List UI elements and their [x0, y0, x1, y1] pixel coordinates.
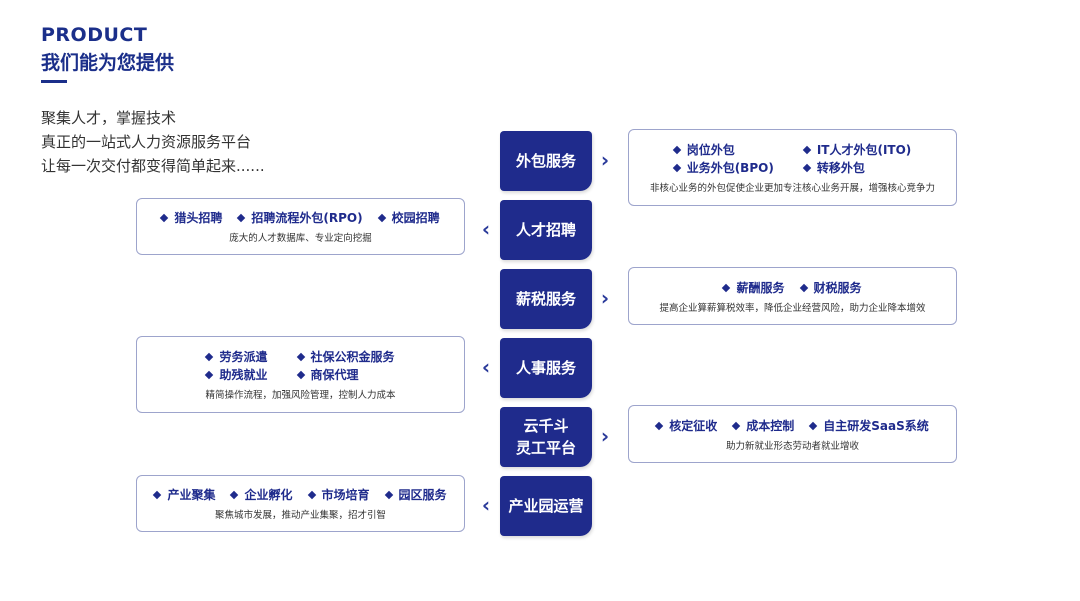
service-tile-outsourcing[interactable]: 外包服务 — [500, 131, 592, 191]
title-underline — [41, 80, 67, 83]
intro-text: 聚集人才，掌握技术 真正的一站式人力资源服务平台 让每一次交付都变得简单起来..… — [41, 106, 265, 178]
service-item: 业务外包(BPO) — [672, 159, 774, 177]
diamond-bullet-icon — [160, 213, 169, 223]
service-item: 商保代理 — [296, 366, 395, 384]
service-name: 外包服务 — [515, 152, 576, 170]
service-tile-flexible-work-platform[interactable]: 云千斗 灵工平台 — [500, 407, 592, 467]
service-name: 产业园运营 — [508, 497, 584, 515]
service-item: 助残就业 — [205, 366, 268, 384]
intro-line: 真正的一站式人力资源服务平台 — [41, 133, 252, 151]
diamond-bullet-icon — [237, 213, 246, 223]
service-item: 产业聚集 — [153, 486, 215, 504]
service-description: 助力新就业形态劳动者就业增收 — [725, 440, 859, 452]
diamond-bullet-icon — [672, 163, 681, 173]
service-item: 核定征收 — [654, 417, 717, 435]
page-title-cn: 我们能为您提供 — [41, 52, 175, 74]
service-item: 社保公积金服务 — [296, 348, 395, 366]
service-description: 精简操作流程，加强风险管理，控制人力成本 — [205, 390, 396, 401]
diamond-bullet-icon — [205, 370, 214, 380]
service-item: 转移外包 — [802, 159, 911, 177]
service-name: 薪税服务 — [515, 290, 576, 308]
diamond-bullet-icon — [296, 370, 305, 380]
diamond-bullet-icon — [230, 490, 239, 500]
service-item: 园区服务 — [384, 486, 447, 504]
service-item: 市场培育 — [307, 486, 370, 504]
diamond-bullet-icon — [802, 163, 812, 173]
service-detail-outsourcing: 岗位外包 IT人才外包(ITO) 业务外包(BPO) 转移外包 非核心业务的外包… — [628, 129, 957, 206]
diamond-bullet-icon — [722, 283, 731, 292]
service-description: 提高企业算薪算税效率，降低企业经营风险，助力企业降本增效 — [659, 302, 926, 314]
service-detail-flexible-work-platform: 核定征收 成本控制 自主研发SaaS系统 助力新就业形态劳动者就业增收 — [628, 405, 957, 463]
service-item: 招聘流程外包(RPO) — [237, 209, 363, 227]
service-name-line: 云千斗 — [523, 417, 569, 435]
service-detail-recruitment: 猎头招聘 招聘流程外包(RPO) 校园招聘 庞大的人才数据库、专业定向挖掘 — [136, 198, 465, 255]
service-name: 人才招聘 — [515, 221, 576, 239]
service-item: 财税服务 — [799, 279, 862, 297]
service-detail-payroll-tax: 薪酬服务 财税服务 提高企业算薪算税效率，降低企业经营风险，助力企业降本增效 — [628, 267, 957, 325]
diamond-bullet-icon — [296, 352, 305, 362]
chevron-left-icon: ‹ — [481, 493, 491, 517]
diamond-bullet-icon — [384, 490, 393, 500]
page-title-en: PRODUCT — [41, 24, 148, 46]
intro-line: 聚集人才，掌握技术 — [41, 109, 177, 127]
service-item: 自主研发SaaS系统 — [809, 417, 929, 435]
chevron-right-icon: › — [600, 148, 610, 172]
service-detail-hr: 劳务派遣 社保公积金服务 助残就业 商保代理 精简操作流程，加强风险管理，控制人… — [136, 336, 465, 413]
diamond-bullet-icon — [672, 145, 681, 155]
service-description: 聚焦城市发展，推动产业集聚，招才引智 — [214, 510, 386, 521]
service-tile-industrial-park[interactable]: 产业园运营 — [500, 476, 592, 536]
service-name-line: 灵工平台 — [515, 439, 576, 457]
service-tile-hr[interactable]: 人事服务 — [500, 338, 592, 398]
service-item: 企业孵化 — [230, 486, 293, 504]
service-tile-recruitment[interactable]: 人才招聘 — [500, 200, 592, 260]
chevron-left-icon: ‹ — [481, 217, 491, 241]
service-name: 人事服务 — [515, 359, 576, 377]
diamond-bullet-icon — [802, 145, 812, 155]
service-item: 劳务派遣 — [205, 348, 268, 366]
diamond-bullet-icon — [809, 421, 818, 430]
diamond-bullet-icon — [307, 490, 316, 500]
service-item: 猎头招聘 — [160, 209, 222, 227]
diamond-bullet-icon — [153, 490, 162, 500]
diamond-bullet-icon — [799, 283, 808, 292]
chevron-right-icon: › — [600, 424, 610, 448]
service-detail-industrial-park: 产业聚集 企业孵化 市场培育 园区服务 聚焦城市发展，推动产业集聚，招才引智 — [136, 475, 465, 532]
diamond-bullet-icon — [654, 421, 664, 430]
service-description: 非核心业务的外包促使企业更加专注核心业务开展，增强核心竞争力 — [649, 183, 935, 194]
service-item: 薪酬服务 — [722, 279, 785, 297]
service-item: 成本控制 — [732, 417, 794, 435]
diamond-bullet-icon — [732, 421, 741, 430]
service-item: IT人才外包(ITO) — [802, 141, 911, 159]
service-item: 校园招聘 — [377, 209, 440, 227]
diamond-bullet-icon — [205, 352, 214, 362]
intro-line: 让每一次交付都变得简单起来...... — [41, 157, 265, 175]
chevron-left-icon: ‹ — [481, 355, 491, 379]
chevron-right-icon: › — [600, 286, 610, 310]
service-description: 庞大的人才数据库、专业定向挖掘 — [229, 233, 372, 244]
service-tile-payroll-tax[interactable]: 薪税服务 — [500, 269, 592, 329]
diamond-bullet-icon — [377, 213, 386, 223]
service-item: 岗位外包 — [672, 141, 774, 159]
